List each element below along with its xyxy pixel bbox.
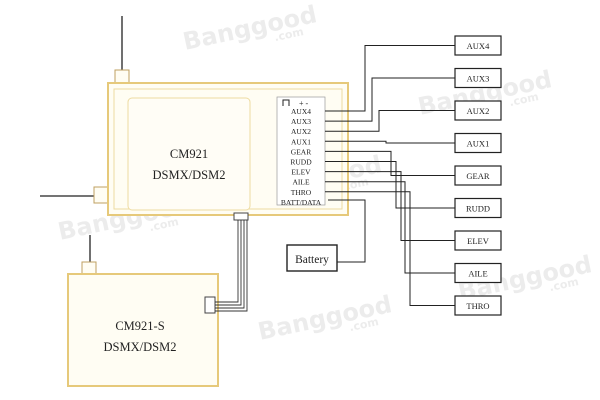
watermark-suffix: .com	[508, 90, 540, 109]
channel-box-aux3	[454, 67, 502, 89]
satellite-protocol: DSMX/DSM2	[104, 340, 177, 354]
port-header-box	[276, 96, 326, 206]
channel-box-aux2	[454, 100, 502, 121]
port-label-thro: THRO	[291, 188, 312, 197]
main-receiver-model: CM921	[170, 147, 208, 161]
satellite-receiver-body	[67, 273, 219, 387]
antenna-mount-top	[114, 69, 130, 85]
wire-elev	[325, 171, 455, 241]
channel-label-aux2: AUX2	[467, 106, 490, 116]
satellite-receiver: CM921-S DSMX/DSM2	[67, 235, 219, 387]
main-receiver-protocol: DSMX/DSM2	[153, 168, 226, 182]
main-receiver-label-plate	[127, 97, 251, 211]
satellite-port	[233, 212, 249, 221]
battery: Battery	[286, 199, 366, 272]
channel-label-elev: ELEV	[467, 236, 490, 246]
satellite-cable	[215, 220, 248, 312]
channel-label-rudd: RUDD	[466, 204, 490, 214]
port-label-rudd: RUDD	[290, 158, 312, 167]
watermark-suffix: .com	[548, 275, 580, 294]
battery-wire	[328, 199, 366, 263]
channel-box-thro	[454, 295, 502, 316]
port-label-gear: GEAR	[291, 147, 311, 156]
port-label-aile: AILE	[292, 178, 309, 187]
battery-label: Battery	[295, 254, 329, 266]
port-label-aux3: AUX3	[291, 117, 311, 126]
wire-rudd	[325, 161, 455, 209]
channel-box-aile	[454, 262, 502, 284]
channel-box-gear	[454, 165, 502, 186]
channel-label-gear: GEAR	[466, 171, 489, 181]
channel-box-rudd	[454, 197, 502, 219]
channel-box-elev	[454, 230, 502, 251]
wire-gear	[325, 150, 455, 176]
port-label-batt-data: BATT/DATA	[281, 198, 322, 207]
wire-aux3	[325, 77, 455, 122]
port-label-aux2: AUX2	[291, 127, 311, 136]
channel-label-aux1: AUX1	[467, 139, 490, 149]
wire-thro	[325, 191, 455, 306]
channel-label-thro: THRO	[466, 301, 489, 311]
satellite-port-connector	[204, 296, 216, 314]
watermark-suffix: .com	[273, 25, 305, 44]
channel-box-aux1	[454, 132, 502, 154]
channel-label-aux4: AUX4	[467, 41, 490, 51]
port-label-elev: ELEV	[291, 168, 311, 177]
antenna-mount-left	[93, 186, 109, 204]
channel-label-aile: AILE	[468, 269, 487, 279]
channel-label-aux3: AUX3	[467, 74, 490, 84]
battery-box	[286, 244, 338, 272]
channel-wires	[325, 45, 455, 306]
watermark-suffix: .com	[148, 215, 180, 234]
wire-aile	[325, 181, 455, 274]
port-polarity-symbol: + -	[299, 99, 309, 108]
satellite-model: CM921-S	[115, 319, 164, 333]
channel-box-aux4	[454, 35, 502, 56]
wire-aux2	[325, 110, 455, 132]
port-label-aux1: AUX1	[291, 137, 311, 146]
main-receiver: CM921 DSMX/DSM2 + - AUX4AUX3AUX2AUX1GEAR…	[40, 16, 349, 221]
port-label-aux4: AUX4	[291, 107, 311, 116]
wire-aux4	[325, 45, 455, 112]
watermark-suffix: .com	[348, 315, 380, 334]
wire-aux1	[325, 140, 455, 144]
signal-pulse-icon	[282, 99, 290, 106]
